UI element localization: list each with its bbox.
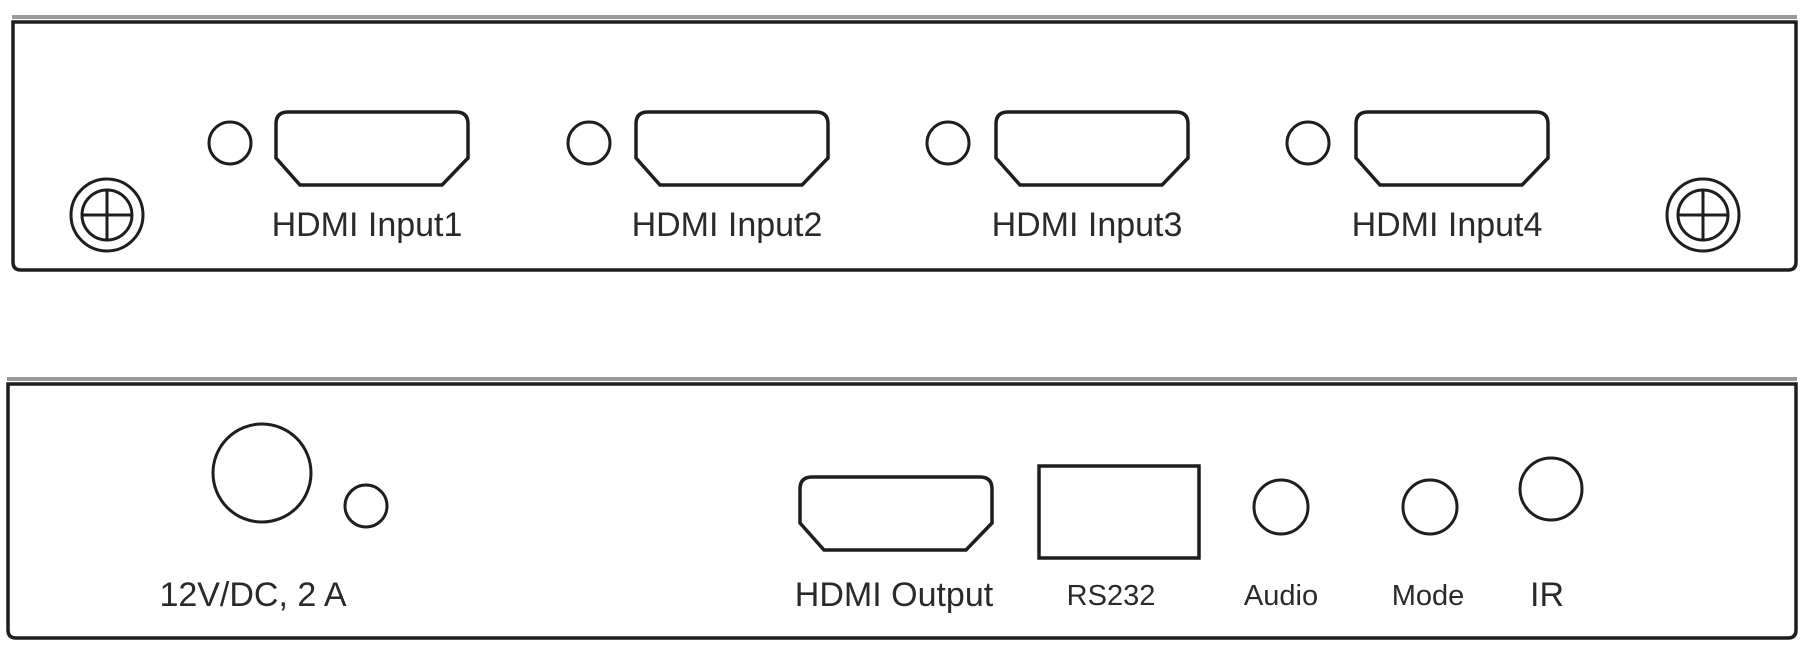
right-screw-icon: [1665, 177, 1741, 253]
mode-label: Mode: [1392, 580, 1465, 612]
rs232-label: RS232: [1067, 580, 1156, 612]
hdmi-input3-port-icon: [994, 110, 1190, 187]
hdmi-input2-port-icon: [634, 110, 830, 187]
hdmi-input1-port-icon: [274, 110, 470, 187]
rear-panel-outline: [6, 382, 1798, 640]
hdmi-input2-label: HDMI Input2: [632, 206, 823, 244]
ir-label: IR: [1530, 576, 1564, 614]
front-panel-outline: [11, 20, 1798, 272]
ir-sensor-icon: [1518, 456, 1584, 522]
power-led-icon: [343, 483, 389, 529]
rear-panel-top-edge: [7, 377, 1797, 381]
input2-led-icon: [566, 120, 612, 166]
input4-led-icon: [1285, 120, 1331, 166]
front-panel-top-edge: [12, 15, 1797, 19]
audio-label: Audio: [1244, 580, 1318, 612]
rear-panel: 12V/DC, 2 A HDMI Output RS232 Audio Mode…: [6, 377, 1798, 640]
hdmi-input1-label: HDMI Input1: [272, 206, 463, 244]
hdmi-input4-port-icon: [1354, 110, 1550, 187]
rs232-port-icon: [1037, 464, 1201, 560]
power-label: 12V/DC, 2 A: [159, 576, 346, 614]
input1-led-icon: [207, 120, 253, 166]
input3-led-icon: [925, 120, 971, 166]
audio-jack-icon: [1252, 478, 1310, 536]
hdmi-output-port-icon: [798, 475, 994, 552]
left-screw-icon: [69, 177, 145, 253]
front-panel: HDMI Input1 HDMI Input2 HDMI Input3 HDMI…: [11, 15, 1798, 272]
hdmi-input4-label: HDMI Input4: [1352, 206, 1543, 244]
mode-button-icon: [1401, 478, 1459, 536]
hdmi-input3-label: HDMI Input3: [992, 206, 1183, 244]
hdmi-output-label: HDMI Output: [795, 576, 994, 614]
dc-power-jack-icon: [211, 422, 313, 524]
